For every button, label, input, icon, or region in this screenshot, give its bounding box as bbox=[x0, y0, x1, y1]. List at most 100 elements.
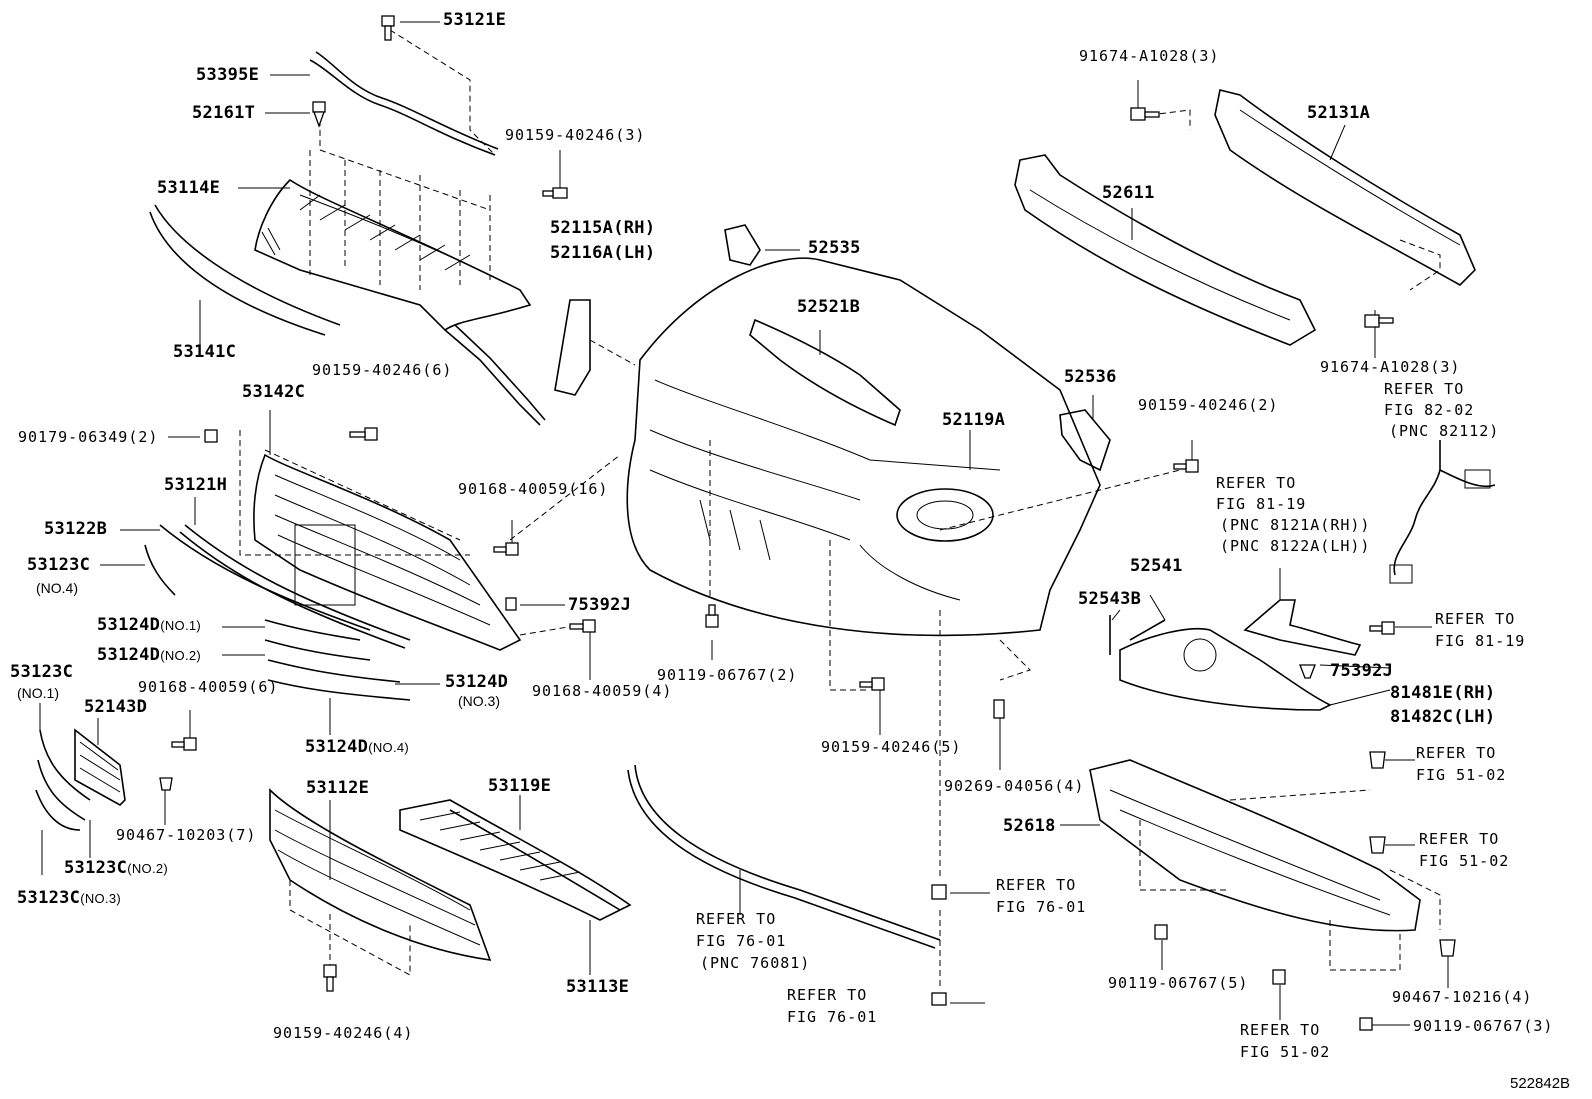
ref-76-01-a-line1: REFER TO bbox=[696, 910, 777, 928]
label-53124D-no2: 53124D(NO.2) bbox=[97, 645, 202, 665]
label-52535: 52535 bbox=[808, 238, 861, 258]
ref-76-01-c-line2: FIG 76-01 bbox=[787, 1008, 878, 1026]
label-52611: 52611 bbox=[1102, 183, 1155, 203]
ref-51-02-c-line2: FIG 51-02 bbox=[1240, 1043, 1331, 1061]
leader-lines bbox=[39, 21, 1449, 1026]
label-52116A: 52116A(LH) bbox=[550, 243, 656, 263]
label-53113E: 53113E bbox=[566, 977, 630, 997]
label-53123C-no4: 53123C bbox=[27, 555, 91, 575]
label-75392J-a: 75392J bbox=[568, 595, 632, 615]
label-53395E: 53395E bbox=[196, 65, 260, 85]
ref-81-19-b-line1: REFER TO bbox=[1435, 610, 1516, 628]
label-90168-40059-6: 90168-40059(6) bbox=[138, 678, 279, 696]
fog-lamp-bracket-81211A bbox=[1243, 599, 1362, 656]
ref-81-19-a-line3: (PNC 8121A(RH)) bbox=[1220, 516, 1371, 534]
ref-76-01-a-line2: FIG 76-01 bbox=[696, 932, 787, 950]
ref-76-01-c-line1: REFER TO bbox=[787, 986, 868, 1004]
label-90168-40059-4: 90168-40059(4) bbox=[532, 682, 673, 700]
ref-51-02-b-line1: REFER TO bbox=[1419, 830, 1500, 848]
label-90467-10203-7: 90467-10203(7) bbox=[116, 826, 257, 844]
molding-53123C-no4 bbox=[144, 544, 176, 596]
ref-82-02-line2: FIG 82-02 bbox=[1384, 401, 1475, 419]
bumper-molding-refer-76081 bbox=[627, 764, 941, 949]
ref-82-02-line1: REFER TO bbox=[1384, 380, 1465, 398]
label-53124D-no1: 53124D(NO.1) bbox=[97, 615, 202, 635]
label-53124D-no4: 53124D(NO.4) bbox=[305, 737, 410, 757]
upper-grille-molding-53395E bbox=[309, 51, 499, 156]
label-no1-b: (NO.1) bbox=[17, 685, 59, 701]
label-53112E: 53112E bbox=[306, 778, 370, 798]
label-90119-06767-2: 90119-06767(2) bbox=[657, 666, 798, 684]
label-90168-40059-16: 90168-40059(16) bbox=[458, 480, 609, 498]
label-53119E: 53119E bbox=[488, 776, 552, 796]
label-75392J-b: 75392J bbox=[1330, 661, 1394, 681]
ref-81-19-a-line1: REFER TO bbox=[1216, 474, 1297, 492]
ref-51-02-a-line1: REFER TO bbox=[1416, 744, 1497, 762]
molding-53123C-set bbox=[35, 729, 91, 831]
ref-76-01-b-line2: FIG 76-01 bbox=[996, 898, 1087, 916]
ref-81-19-b-line2: FIG 81-19 bbox=[1435, 632, 1526, 650]
label-53123C-no3: 53123C(NO.3) bbox=[17, 888, 122, 908]
label-53121E: 53121E bbox=[443, 10, 507, 30]
label-53123C-no1: 53123C bbox=[10, 662, 74, 682]
retainer-52521B bbox=[749, 318, 901, 427]
label-91674-A1028-3b: 91674-A1028(3) bbox=[1320, 358, 1461, 376]
label-90159-40246-6: 90159-40246(6) bbox=[312, 361, 453, 379]
label-90159-40246-3: 90159-40246(3) bbox=[505, 126, 646, 144]
ref-51-02-c-line1: REFER TO bbox=[1240, 1021, 1321, 1039]
label-90159-40246-4: 90159-40246(4) bbox=[273, 1024, 414, 1042]
bumper-reinforcement-52131A bbox=[1214, 89, 1476, 286]
label-81481E: 81481E(RH) bbox=[1390, 683, 1496, 703]
label-52541: 52541 bbox=[1130, 556, 1183, 576]
grille-molding-53141C bbox=[149, 204, 341, 336]
energy-absorber-52611 bbox=[1014, 154, 1317, 346]
label-90119-06767-5: 90119-06767(5) bbox=[1108, 974, 1249, 992]
label-52618: 52618 bbox=[1003, 816, 1056, 836]
radiator-grille-53142C bbox=[253, 453, 522, 651]
ref-76-01-a-line3: (PNC 76081) bbox=[700, 954, 811, 972]
label-90159-40246-5: 90159-40246(5) bbox=[821, 738, 962, 756]
label-52521B: 52521B bbox=[797, 297, 861, 317]
lower-grille-53112E bbox=[269, 788, 492, 961]
lower-grille-insert-53113E bbox=[449, 809, 621, 911]
label-91674-A1028-3a: 91674-A1028(3) bbox=[1079, 47, 1220, 65]
fog-lamp-bezel-81481E bbox=[1119, 627, 1332, 711]
label-52543B: 52543B bbox=[1078, 589, 1142, 609]
engine-undercover-52618 bbox=[1089, 759, 1421, 932]
ref-81-19-a-line4: (PNC 8122A(LH)) bbox=[1220, 537, 1371, 555]
label-53121H: 53121H bbox=[164, 475, 228, 495]
label-no4-a: (NO.4) bbox=[36, 580, 78, 596]
label-52143D: 52143D bbox=[84, 697, 148, 717]
label-53123C-no2: 53123C(NO.2) bbox=[64, 858, 169, 878]
label-53142C: 53142C bbox=[242, 382, 306, 402]
label-no3-a: (NO.3) bbox=[458, 693, 500, 709]
label-53141C: 53141C bbox=[173, 342, 237, 362]
ref-51-02-a-line2: FIG 51-02 bbox=[1416, 766, 1507, 784]
ref-51-02-b-line2: FIG 51-02 bbox=[1419, 852, 1510, 870]
figure-id: 522842B bbox=[1510, 1075, 1571, 1092]
bracket-52535 bbox=[724, 224, 761, 266]
seal-52541 bbox=[1129, 619, 1166, 641]
label-53122B: 53122B bbox=[44, 519, 108, 539]
label-53114E: 53114E bbox=[157, 178, 221, 198]
grille-molding-53122B bbox=[159, 524, 371, 631]
fasteners bbox=[159, 15, 1456, 1031]
label-52536: 52536 bbox=[1064, 367, 1117, 387]
label-90159-40246-2: 90159-40246(2) bbox=[1138, 396, 1279, 414]
label-90179-06349-2: 90179-06349(2) bbox=[18, 428, 159, 446]
label-53124D-no3: 53124D bbox=[445, 672, 509, 692]
label-81482C: 81482C(LH) bbox=[1390, 707, 1496, 727]
molding-53124D-set bbox=[264, 619, 411, 701]
lower-grille-insert-53119E bbox=[399, 799, 632, 921]
label-52161T: 52161T bbox=[192, 103, 256, 123]
label-90467-10216-4: 90467-10216(4) bbox=[1392, 988, 1533, 1006]
ref-82-02-line3: (PNC 82112) bbox=[1389, 422, 1500, 440]
bracket-52536 bbox=[1059, 409, 1111, 472]
label-90269-04056-4: 90269-04056(4) bbox=[944, 777, 1085, 795]
fog-lamp-wire-82112 bbox=[1389, 440, 1496, 584]
bumper-cover-52119A bbox=[626, 257, 1101, 637]
label-52115A: 52115A(RH) bbox=[550, 218, 656, 238]
bracket-52115A-52116A bbox=[554, 299, 591, 396]
side-grille-52143D bbox=[74, 728, 126, 806]
